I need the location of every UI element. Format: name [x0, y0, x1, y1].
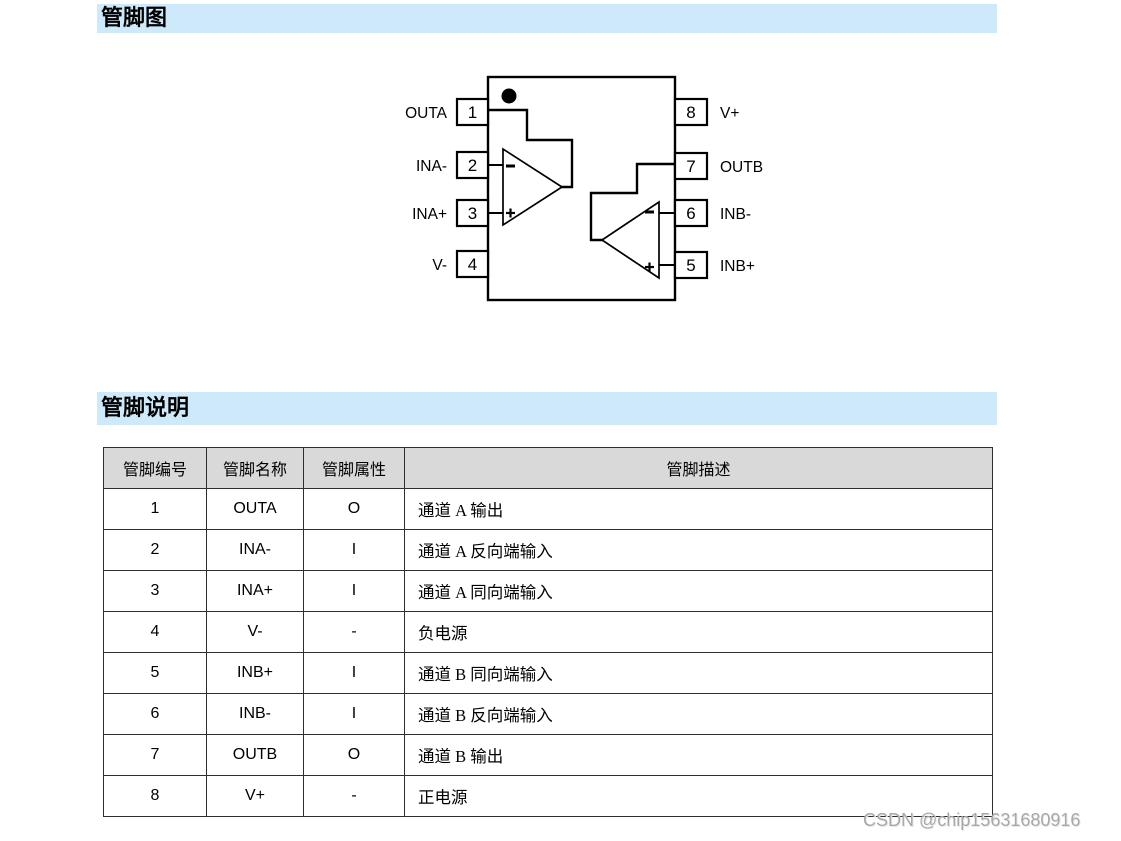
- pin-box-1: [455, 97, 490, 127]
- pin-box-5: [673, 250, 709, 280]
- watermark: CSDN @chip15631680916: [863, 810, 1081, 830]
- pin-desc-cell: 通道 A 输出: [404, 488, 993, 530]
- pin-number-cell: 7: [103, 734, 207, 776]
- pin1-indicator-dot: [501, 88, 517, 104]
- pin-label-inb-plus: INB+: [720, 258, 755, 275]
- pin-number-cell: 3: [103, 570, 207, 612]
- pin-desc-cell: 正电源: [404, 775, 993, 817]
- pin-name-cell: INA+: [206, 570, 304, 612]
- pin-label-v-minus: V-: [432, 257, 447, 274]
- pin-label-ina-plus: INA+: [412, 206, 447, 223]
- pin-name-cell: OUTA: [206, 488, 304, 530]
- pin-attr-cell: -: [303, 775, 405, 817]
- pin-box-8: [673, 97, 709, 127]
- pin-desc-cell: 负电源: [404, 611, 993, 653]
- table-row: 2 INA- I 通道 A 反向端输入: [103, 529, 993, 571]
- pin-number-5: 5: [686, 256, 695, 275]
- pin-number-3: 3: [468, 204, 477, 223]
- pin-label-outa: OUTA: [405, 105, 448, 122]
- pin-attr-cell: I: [303, 693, 405, 735]
- table-row: 8 V+ - 正电源: [103, 775, 993, 817]
- opamp-b-symbol: [600, 200, 660, 280]
- pin-number-6: 6: [686, 204, 695, 223]
- pin-desc-cell: 通道 B 输出: [404, 734, 993, 776]
- table-row: 1 OUTA O 通道 A 输出: [103, 488, 993, 530]
- pin-label-inb-minus: INB-: [720, 206, 751, 223]
- pin-number-4: 4: [468, 255, 477, 274]
- pin-name-cell: V-: [206, 611, 304, 653]
- pin-box-6: [673, 198, 709, 228]
- pin-desc-cell: 通道 B 反向端输入: [404, 693, 993, 735]
- pin-name-cell: INB+: [206, 652, 304, 694]
- pin-number-7: 7: [686, 157, 695, 176]
- pin-label-v-plus: V+: [720, 105, 739, 122]
- pin-name-cell: OUTB: [206, 734, 304, 776]
- table-row: 4 V- - 负电源: [103, 611, 993, 653]
- pin-attr-cell: I: [303, 652, 405, 694]
- opamp-b-output-trace-overlay: [589, 162, 674, 242]
- pin-number-cell: 4: [103, 611, 207, 653]
- pin-box-4: [455, 249, 490, 279]
- pin-number-cell: 2: [103, 529, 207, 571]
- pin-box-3: [455, 198, 490, 228]
- pin-attr-cell: I: [303, 570, 405, 612]
- opamp-a-output-trace-overlay: [489, 108, 574, 189]
- pin-number-2: 2: [468, 156, 477, 175]
- pin-name-cell: INB-: [206, 693, 304, 735]
- pin-description-table: 管脚编号 管脚名称 管脚属性 管脚描述 1 OUTA O 通道 A 输出 2 I…: [103, 447, 993, 817]
- table-row: 6 INB- I 通道 B 反向端输入: [103, 693, 993, 735]
- col-header-pin-desc: 管脚描述: [404, 447, 993, 489]
- pin-diagram: 1 2 3 4 8 7 6 5 OUTA INA- INA+ V- V+ OUT…: [405, 75, 763, 302]
- section-title-pin-description: 管脚说明: [97, 392, 997, 425]
- pin-number-cell: 6: [103, 693, 207, 735]
- pin-desc-cell: 通道 B 同向端输入: [404, 652, 993, 694]
- table-header-row: 管脚编号 管脚名称 管脚属性 管脚描述: [103, 447, 993, 489]
- pin-desc-cell: 通道 A 同向端输入: [404, 570, 993, 612]
- pin-name-cell: V+: [206, 775, 304, 817]
- opamp-a-symbol: [502, 147, 564, 227]
- pin-name-cell: INA-: [206, 529, 304, 571]
- pin-number-1: 1: [468, 103, 477, 122]
- pin-number-8: 8: [686, 103, 695, 122]
- pin-attr-cell: I: [303, 529, 405, 571]
- pin-attr-cell: O: [303, 734, 405, 776]
- pin-number-cell: 8: [103, 775, 207, 817]
- col-header-pin-attr: 管脚属性: [303, 447, 405, 489]
- pin-number-cell: 5: [103, 652, 207, 694]
- pin-label-outb: OUTB: [720, 159, 763, 176]
- table-row: 7 OUTB O 通道 B 输出: [103, 734, 993, 776]
- col-header-pin-number: 管脚编号: [103, 447, 207, 489]
- pin-box-2: [455, 150, 490, 180]
- table-row: 3 INA+ I 通道 A 同向端输入: [103, 570, 993, 612]
- section-title-pin-diagram: 管脚图: [97, 4, 997, 33]
- col-header-pin-name: 管脚名称: [206, 447, 304, 489]
- table-row: 5 INB+ I 通道 B 同向端输入: [103, 652, 993, 694]
- pin-attr-cell: -: [303, 611, 405, 653]
- pin-label-ina-minus: INA-: [416, 158, 447, 175]
- pin-attr-cell: O: [303, 488, 405, 530]
- pin-box-7: [673, 151, 709, 181]
- pin-desc-cell: 通道 A 反向端输入: [404, 529, 993, 571]
- pin-number-cell: 1: [103, 488, 207, 530]
